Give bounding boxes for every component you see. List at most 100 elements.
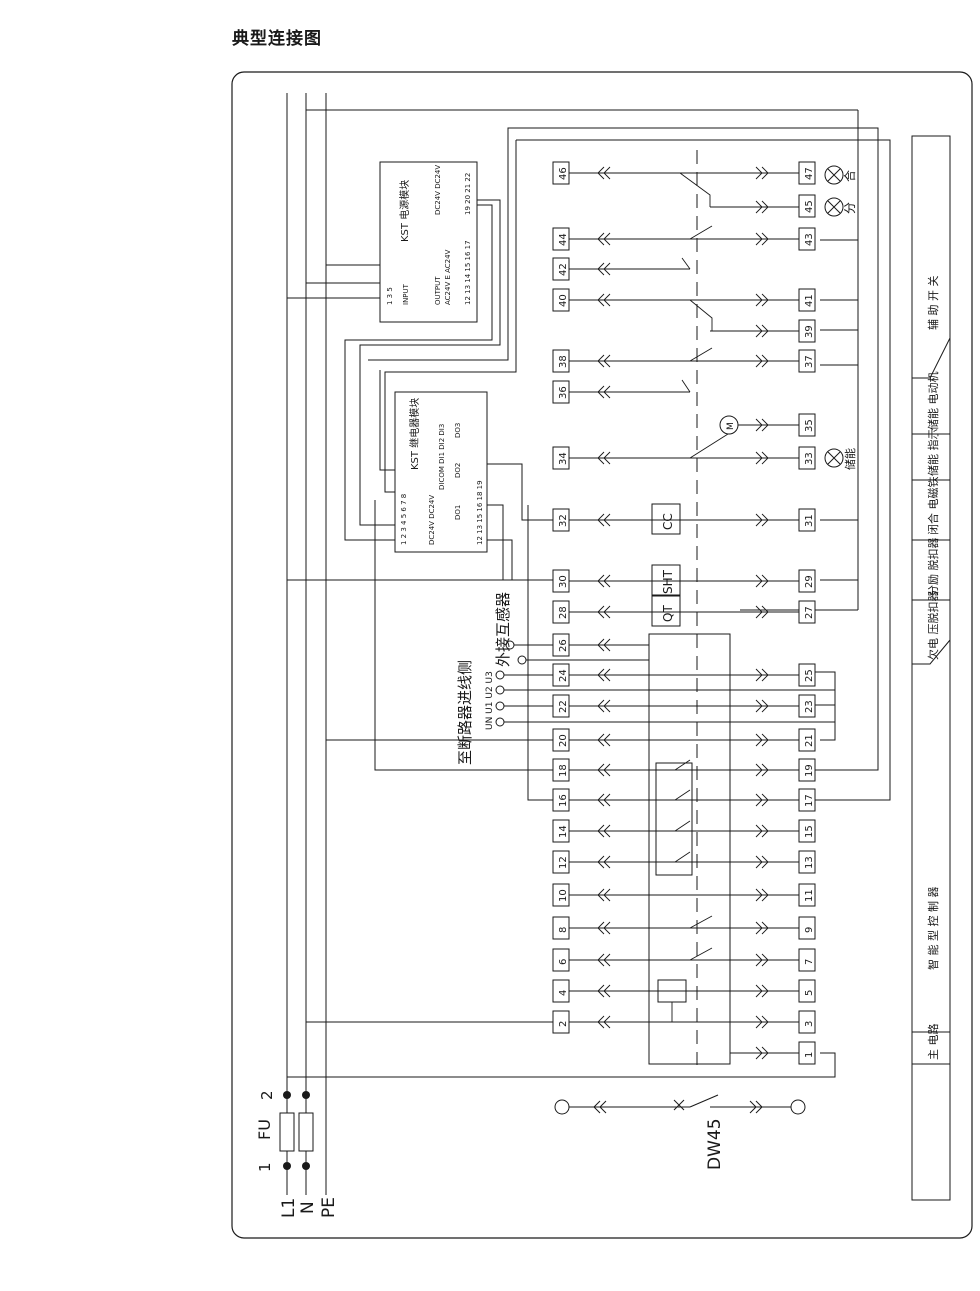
relay-module: KST 继电器模块 1 2 3 4 5 6 7 8 DC24V DC24V DI… bbox=[394, 391, 488, 553]
main-breaker bbox=[554, 1094, 806, 1115]
power-module-dc-pins: 19 20 21 22 bbox=[464, 173, 472, 215]
terminal-r-1: 1 bbox=[804, 1052, 815, 1058]
terminals-right: 47 45 43 41 39 37 35 33 31 29 27 25 23 2… bbox=[798, 161, 816, 1065]
terminal-r-45: 45 bbox=[804, 200, 815, 213]
charge-lamp-label: 储能 bbox=[843, 448, 857, 470]
power-module-output-pins: 12 13 14 15 16 17 bbox=[464, 240, 472, 305]
terminal-l-16: 16 bbox=[558, 794, 569, 807]
terminal-r-3: 3 bbox=[804, 1021, 815, 1027]
diagram-frame bbox=[231, 71, 973, 1239]
power-module-output: OUTPUT bbox=[434, 276, 442, 305]
sht-label: SHT bbox=[661, 569, 675, 594]
terminal-r-17: 17 bbox=[804, 794, 815, 807]
relay-module-dc: DC24V DC24V bbox=[428, 495, 436, 545]
power-module-input-pins: 1 3 5 bbox=[386, 287, 394, 305]
terminal-l-4: 4 bbox=[558, 990, 569, 996]
incoming-pins: UN U1 U2 U3 bbox=[485, 671, 495, 730]
fu-pin-1: 1 bbox=[256, 1162, 274, 1172]
terminal-r-15: 15 bbox=[804, 825, 815, 838]
circuit-lines bbox=[569, 166, 799, 1060]
terminal-l-18: 18 bbox=[558, 764, 569, 777]
incoming-label: 至断路器进线侧 bbox=[456, 660, 474, 765]
terminal-l-28: 28 bbox=[558, 606, 569, 619]
terminal-l-6: 6 bbox=[558, 959, 569, 965]
terminal-l-22: 22 bbox=[558, 700, 569, 713]
section-main: 主 电路 bbox=[927, 1024, 940, 1061]
bus-label-pe: PE bbox=[319, 1197, 339, 1218]
terminal-l-26: 26 bbox=[558, 639, 569, 652]
relay-do3: DO3 bbox=[454, 423, 462, 438]
terminal-r-11: 11 bbox=[804, 889, 815, 902]
open-lamp-label: 分 bbox=[843, 202, 857, 214]
terminal-r-21: 21 bbox=[804, 734, 815, 747]
terminal-r-33: 33 bbox=[804, 452, 815, 465]
terminal-l-32: 32 bbox=[558, 514, 569, 527]
terminal-l-10: 10 bbox=[558, 889, 569, 902]
terminal-l-8: 8 bbox=[558, 927, 569, 933]
relay-do2: DO2 bbox=[454, 463, 462, 478]
power-module-output-labels: AC24V E AC24V bbox=[444, 249, 452, 305]
relay-switch-block bbox=[655, 762, 693, 876]
fuse-group: FU 1 2 bbox=[255, 1090, 314, 1172]
bus-lines bbox=[286, 93, 859, 1195]
terminal-l-2: 2 bbox=[558, 1021, 569, 1027]
terminal-r-47: 47 bbox=[804, 167, 815, 180]
terminal-l-44: 44 bbox=[558, 233, 569, 246]
terminal-r-7: 7 bbox=[804, 959, 815, 965]
fuse-n bbox=[298, 1112, 314, 1152]
section-shunt: 分励 脱扣器 bbox=[926, 538, 940, 597]
section-labels bbox=[911, 135, 951, 1201]
terminal-l-34: 34 bbox=[558, 452, 569, 465]
terminal-l-36: 36 bbox=[558, 386, 569, 399]
terminal-l-24: 24 bbox=[558, 669, 569, 682]
power-module-input: INPUT bbox=[402, 283, 410, 305]
trip-devices: CC SHT QT bbox=[651, 503, 681, 627]
motor-label: M bbox=[726, 422, 736, 430]
cc-label: CC bbox=[661, 513, 675, 530]
terminal-r-39: 39 bbox=[804, 325, 815, 338]
ct-label: 外接互感器 bbox=[494, 592, 512, 667]
terminal-r-19: 19 bbox=[804, 764, 815, 777]
relay-do1: DO1 bbox=[454, 505, 462, 520]
terminal-l-38: 38 bbox=[558, 355, 569, 368]
terminal-r-35: 35 bbox=[804, 419, 815, 432]
power-module-name: KST 电源模块 bbox=[398, 180, 411, 242]
terminal-l-46: 46 bbox=[558, 167, 569, 180]
terminal-l-42: 42 bbox=[558, 263, 569, 276]
bus-label-l1: L1 bbox=[279, 1198, 299, 1218]
page-title: 典型连接图 bbox=[232, 29, 322, 49]
section-closing: 闭合 电磁铁 bbox=[926, 477, 940, 536]
section-undervoltage: 欠电 压脱扣器 bbox=[926, 591, 940, 661]
section-controller: 智 能 型 控 制 器 bbox=[926, 887, 940, 970]
breaker-label: DW45 bbox=[705, 1118, 725, 1170]
terminal-r-31: 31 bbox=[804, 514, 815, 527]
fu-pin-2: 2 bbox=[258, 1090, 276, 1100]
terminal-l-30: 30 bbox=[558, 575, 569, 588]
terminal-r-5: 5 bbox=[804, 990, 815, 996]
power-module-dc-labels: DC24V DC24V bbox=[434, 165, 442, 215]
terminal-l-40: 40 bbox=[558, 294, 569, 307]
terminal-l-12: 12 bbox=[558, 856, 569, 869]
incoming-connectors bbox=[495, 640, 836, 727]
terminal-r-43: 43 bbox=[804, 233, 815, 246]
indicator-elements bbox=[719, 165, 844, 468]
relay-module-pins: 1 2 3 4 5 6 7 8 bbox=[400, 494, 408, 545]
qt-label: QT bbox=[661, 605, 675, 622]
terminal-r-29: 29 bbox=[804, 575, 815, 588]
relay-out-pins: 12 13 15 16 18 19 bbox=[476, 480, 484, 545]
controller-body bbox=[648, 633, 731, 1065]
terminal-r-37: 37 bbox=[804, 355, 815, 368]
terminal-l-14: 14 bbox=[558, 825, 569, 838]
fu-label: FU bbox=[255, 1119, 274, 1140]
terminal-r-9: 9 bbox=[804, 927, 815, 933]
relay-module-name: KST 继电器模块 bbox=[408, 398, 421, 470]
power-module: KST 电源模块 INPUT 1 3 5 OUTPUT AC24V E AC24… bbox=[379, 161, 478, 323]
section-aux: 辅 助 开 关 bbox=[926, 276, 940, 331]
terminal-r-23: 23 bbox=[804, 700, 815, 713]
terminal-r-13: 13 bbox=[804, 856, 815, 869]
close-lamp-label: 合 bbox=[842, 170, 857, 182]
section-motor: 储能 电动机 bbox=[926, 372, 940, 431]
terminal-r-27: 27 bbox=[804, 606, 815, 619]
section-indicator: 储能 指示 bbox=[926, 429, 940, 477]
